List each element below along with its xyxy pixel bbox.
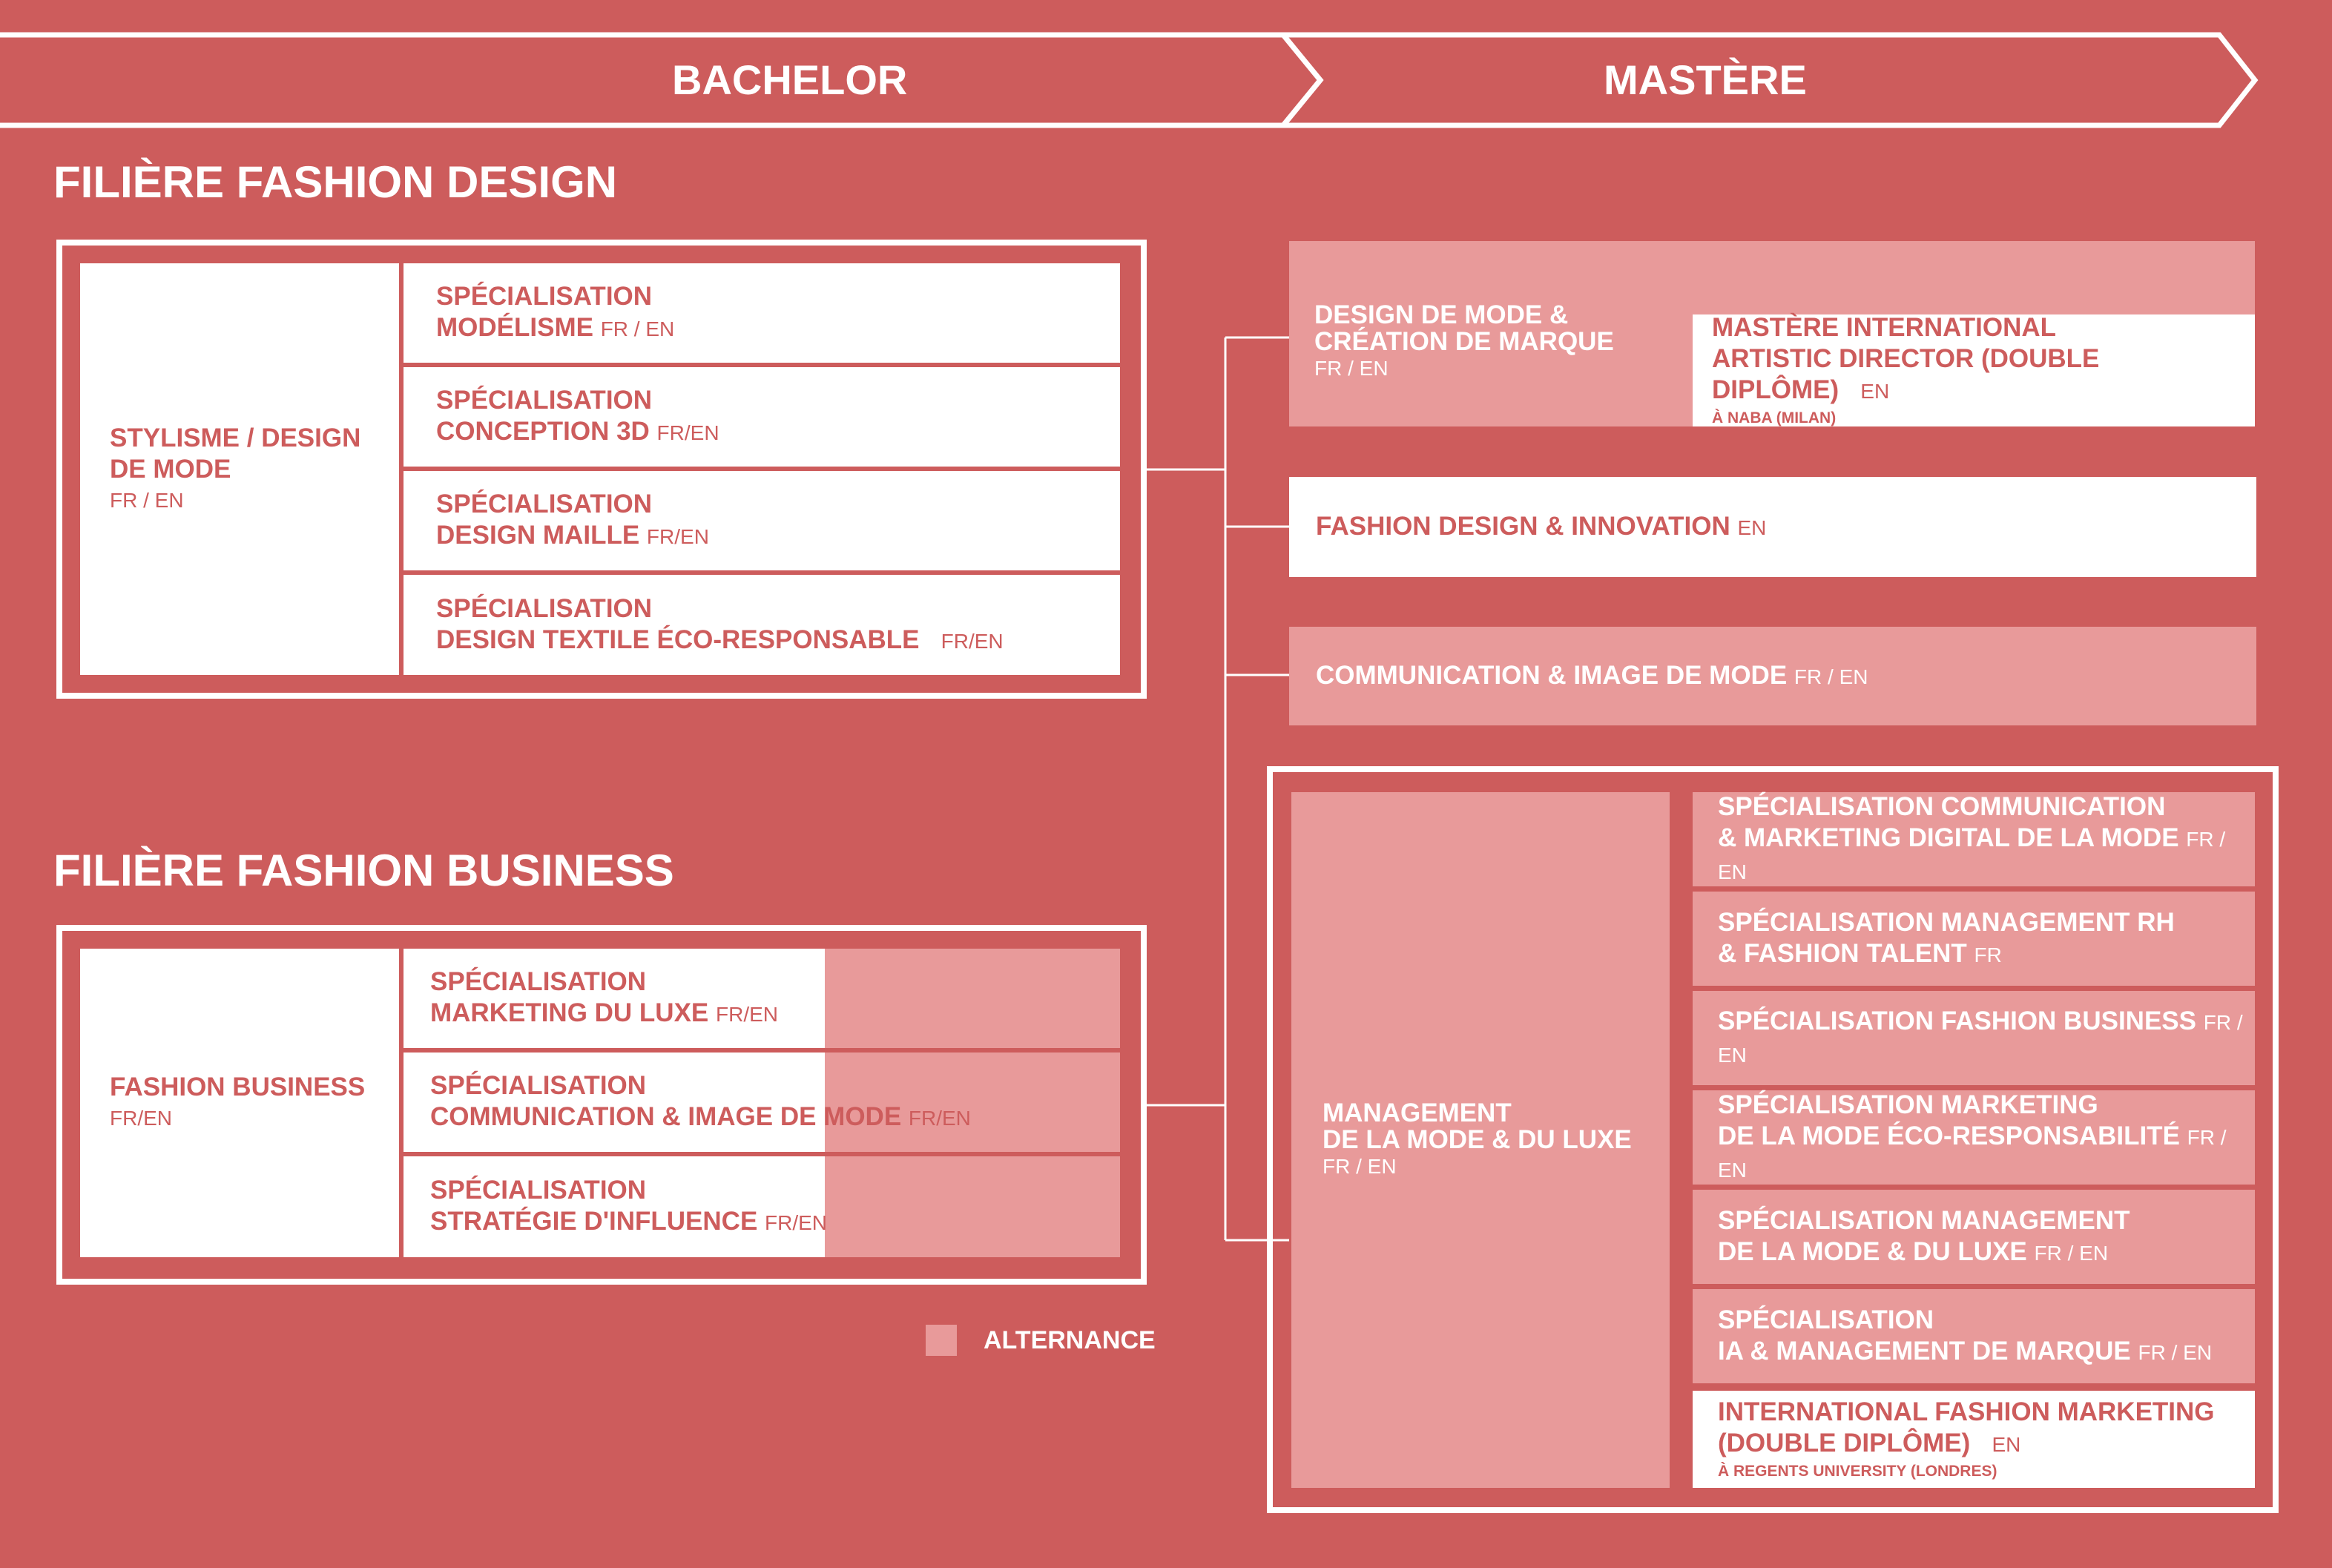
program-lang: FR / EN [1314, 357, 1389, 380]
design-main-name-1: STYLISME / DESIGN [110, 423, 361, 452]
spec-line-1: SPÉCIALISATION [430, 1071, 647, 1100]
business-spec-bg [404, 949, 825, 1048]
alternance-tint [825, 1156, 1120, 1257]
spec-line-1: SPÉCIALISATION [1718, 1305, 1934, 1334]
business-frame [56, 925, 1147, 1285]
program-lang: EN [1992, 1432, 2021, 1456]
program-lang: EN [1737, 515, 1767, 539]
spec-line-1: SPÉCIALISATION [436, 282, 653, 311]
spec-line-2: CONCEPTION 3D [436, 417, 650, 446]
mgmt-spec-fashion-business[interactable]: SPÉCIALISATION FASHION BUSINESS FR / EN [1693, 991, 2255, 1085]
program-line-2: CRÉATION DE MARQUE [1314, 327, 1614, 356]
mgmt-spec-marketing-eco[interactable]: SPÉCIALISATION MARKETING DE LA MODE ÉCO-… [1693, 1090, 2255, 1185]
mastere-communication-image[interactable]: COMMUNICATION & IMAGE DE MODE FR / EN [1289, 627, 2256, 725]
mastere-arrow [1277, 32, 2259, 128]
spec-line-1: SPÉCIALISATION MARKETING [1718, 1090, 2098, 1119]
alternance-legend-label: ALTERNANCE [984, 1326, 1156, 1354]
spec-line-2: DESIGN MAILLE [436, 521, 640, 550]
spec-line-1: SPÉCIALISATION COMMUNICATION [1718, 791, 2166, 821]
spec-line-2: DESIGN TEXTILE ÉCO-RESPONSABLE [436, 625, 920, 654]
spec-lang: FR / EN [1718, 1010, 2243, 1067]
program-line-1: INTERNATIONAL FASHION MARKETING [1718, 1397, 2215, 1426]
mgmt-international-fashion-marketing[interactable]: INTERNATIONAL FASHION MARKETING (DOUBLE … [1693, 1391, 2255, 1488]
program-line-1: MASTÈRE INTERNATIONAL [1712, 312, 2057, 342]
spec-lang: FR [1974, 943, 2002, 966]
alternance-tint [825, 1053, 1120, 1152]
design-main-name-2: DE MODE [110, 454, 231, 484]
design-main-lang: FR / EN [110, 488, 184, 512]
program-lang: EN [1860, 379, 1890, 403]
business-spec-influence[interactable]: SPÉCIALISATION STRATÉGIE D'INFLUENCE FR/… [404, 1156, 1120, 1257]
design-spec-textile[interactable]: SPÉCIALISATION DESIGN TEXTILE ÉCO-RESPON… [404, 575, 1120, 675]
alternance-legend-swatch [926, 1325, 957, 1356]
spec-lang: FR/EN [908, 1107, 971, 1130]
design-frame [56, 240, 1147, 699]
program-name: COMMUNICATION & IMAGE DE MODE [1316, 660, 1788, 690]
spec-lang: FR / EN [2034, 1241, 2109, 1265]
spec-lang: FR / EN [1718, 827, 2226, 883]
spec-lang: FR/EN [716, 1003, 779, 1026]
spec-line-2: IA & MANAGEMENT DE MARQUE [1718, 1336, 2131, 1366]
program-name: FASHION DESIGN & INNOVATION [1316, 511, 1730, 541]
program-line-1: DESIGN DE MODE & [1314, 300, 1569, 329]
spec-line-2: STRATÉGIE D'INFLUENCE [430, 1207, 758, 1236]
spec-line-1: SPÉCIALISATION MANAGEMENT [1718, 1205, 2130, 1235]
program-line-2: (DOUBLE DIPLÔME) [1718, 1428, 1971, 1457]
spec-lang: FR / EN [600, 317, 675, 340]
spec-lang: FR / EN [2138, 1340, 2213, 1364]
spec-line-1: SPÉCIALISATION [436, 386, 653, 415]
spec-line-2: DE LA MODE & DU LUXE [1718, 1236, 2027, 1266]
mgmt-spec-ia-marque[interactable]: SPÉCIALISATION IA & MANAGEMENT DE MARQUE… [1693, 1289, 2255, 1383]
spec-line-2: & MARKETING DIGITAL DE LA MODE [1718, 823, 2179, 852]
management-frame [1267, 766, 2279, 1513]
spec-lang: FR/EN [765, 1211, 828, 1234]
bachelor-label: BACHELOR [672, 56, 908, 103]
bachelor-arrow [0, 32, 1324, 128]
business-main-lang: FR/EN [110, 1107, 172, 1130]
program-note: À NABA (MILAN) [1712, 409, 1837, 426]
spec-line-2: & FASHION TALENT [1718, 938, 1967, 968]
spec-line-1: SPÉCIALISATION [436, 490, 653, 518]
mgmt-spec-communication-digital[interactable]: SPÉCIALISATION COMMUNICATION & MARKETING… [1693, 792, 2255, 886]
mgmt-spec-rh-talent[interactable]: SPÉCIALISATION MANAGEMENT RH & FASHION T… [1693, 892, 2255, 986]
alternance-tint [825, 949, 1120, 1048]
business-spec-marketing-luxe[interactable]: SPÉCIALISATION MARKETING DU LUXE FR/EN [404, 949, 1120, 1048]
spec-line-2: COMMUNICATION & IMAGE DE MODE [430, 1102, 902, 1131]
mastere-label: MASTÈRE [1604, 56, 1807, 103]
design-spec-design-maille[interactable]: SPÉCIALISATION DESIGN MAILLE FR/EN [404, 471, 1120, 570]
design-spec-modelisme[interactable]: SPÉCIALISATION MODÉLISME FR / EN [404, 263, 1120, 363]
program-line-2: ARTISTIC DIRECTOR (DOUBLE DIPLÔME) [1712, 343, 2100, 404]
business-main-name: FASHION BUSINESS [110, 1073, 366, 1101]
spec-line-2: MARKETING DU LUXE [430, 998, 709, 1027]
business-spec-bg [404, 1156, 825, 1257]
spec-line-1: SPÉCIALISATION [430, 1176, 647, 1205]
spec-lang: FR/EN [656, 421, 719, 444]
spec-line-1: SPÉCIALISATION MANAGEMENT RH [1718, 907, 2175, 937]
filiere-design-title: FILIÈRE FASHION DESIGN [53, 157, 618, 207]
program-lang: FR / EN [1794, 665, 1868, 688]
spec-line-1: SPÉCIALISATION FASHION BUSINESS [1718, 1006, 2196, 1035]
program-line-2: DE LA MODE & DU LUXE [1323, 1125, 1632, 1154]
business-spec-communication[interactable]: SPÉCIALISATION COMMUNICATION & IMAGE DE … [404, 1053, 1120, 1152]
design-spec-conception-3d[interactable]: SPÉCIALISATION CONCEPTION 3D FR/EN [404, 367, 1120, 467]
spec-line-2: MODÉLISME [436, 313, 593, 342]
mgmt-spec-management-luxe[interactable]: SPÉCIALISATION MANAGEMENT DE LA MODE & D… [1693, 1190, 2255, 1284]
program-line-1: MANAGEMENT [1323, 1098, 1512, 1127]
mastere-fashion-design-innovation[interactable]: FASHION DESIGN & INNOVATION EN [1289, 477, 2256, 577]
spec-line-1: SPÉCIALISATION [436, 593, 653, 623]
spec-lang: FR/EN [646, 525, 709, 548]
filiere-business-title: FILIÈRE FASHION BUSINESS [53, 846, 674, 895]
business-main-program[interactable]: FASHION BUSINESS FR/EN [80, 949, 399, 1257]
spec-lang: FR / EN [1718, 1125, 2227, 1182]
spec-line-1: SPÉCIALISATION [430, 967, 647, 996]
spec-line-2: DE LA MODE ÉCO-RESPONSABILITÉ [1718, 1121, 2180, 1150]
spec-lang: FR/EN [941, 629, 1004, 653]
mastere-management-mode-luxe[interactable]: MANAGEMENT DE LA MODE & DU LUXE FR / EN [1291, 792, 1670, 1488]
program-lang: FR / EN [1323, 1155, 1397, 1178]
program-note: À REGENTS UNIVERSITY (LONDRES) [1718, 1462, 1997, 1480]
business-spec-bg [404, 1053, 825, 1152]
design-main-program[interactable]: STYLISME / DESIGN DE MODE FR / EN [80, 263, 399, 675]
mastere-naba-artistic-director[interactable]: MASTÈRE INTERNATIONAL ARTISTIC DIRECTOR … [1693, 312, 2255, 426]
